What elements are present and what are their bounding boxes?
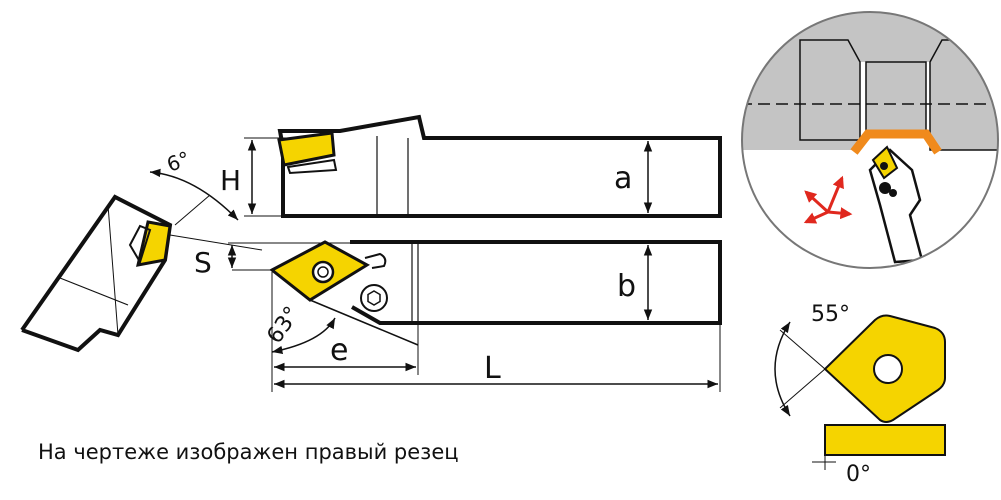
label-angle-clearance: 6°	[164, 146, 194, 176]
label-insert-rake: 0°	[846, 462, 871, 487]
label-b: b	[617, 269, 636, 304]
caption: На чертеже изображен правый резец	[38, 440, 459, 464]
label-a: a	[614, 161, 632, 196]
label-angle-lead: 63°	[262, 302, 305, 348]
angled-view	[20, 168, 263, 353]
circle-hole-icon	[873, 354, 903, 384]
insert-side	[277, 131, 336, 167]
label-H: H	[220, 164, 241, 197]
hex-socket-screw-icon	[360, 284, 388, 312]
red-direction-arrows-icon	[803, 175, 853, 224]
label-insert-angle: 55°	[811, 302, 850, 327]
dimensions	[227, 137, 721, 392]
side-view	[277, 114, 722, 218]
insert-detail	[774, 314, 946, 470]
label-e: e	[330, 333, 348, 368]
machining-detail	[741, 11, 999, 269]
plan-view	[228, 240, 722, 346]
insert-angled	[136, 220, 172, 267]
circle-hole-icon	[311, 260, 335, 284]
label-L: L	[484, 351, 501, 386]
label-S: S	[194, 246, 212, 279]
